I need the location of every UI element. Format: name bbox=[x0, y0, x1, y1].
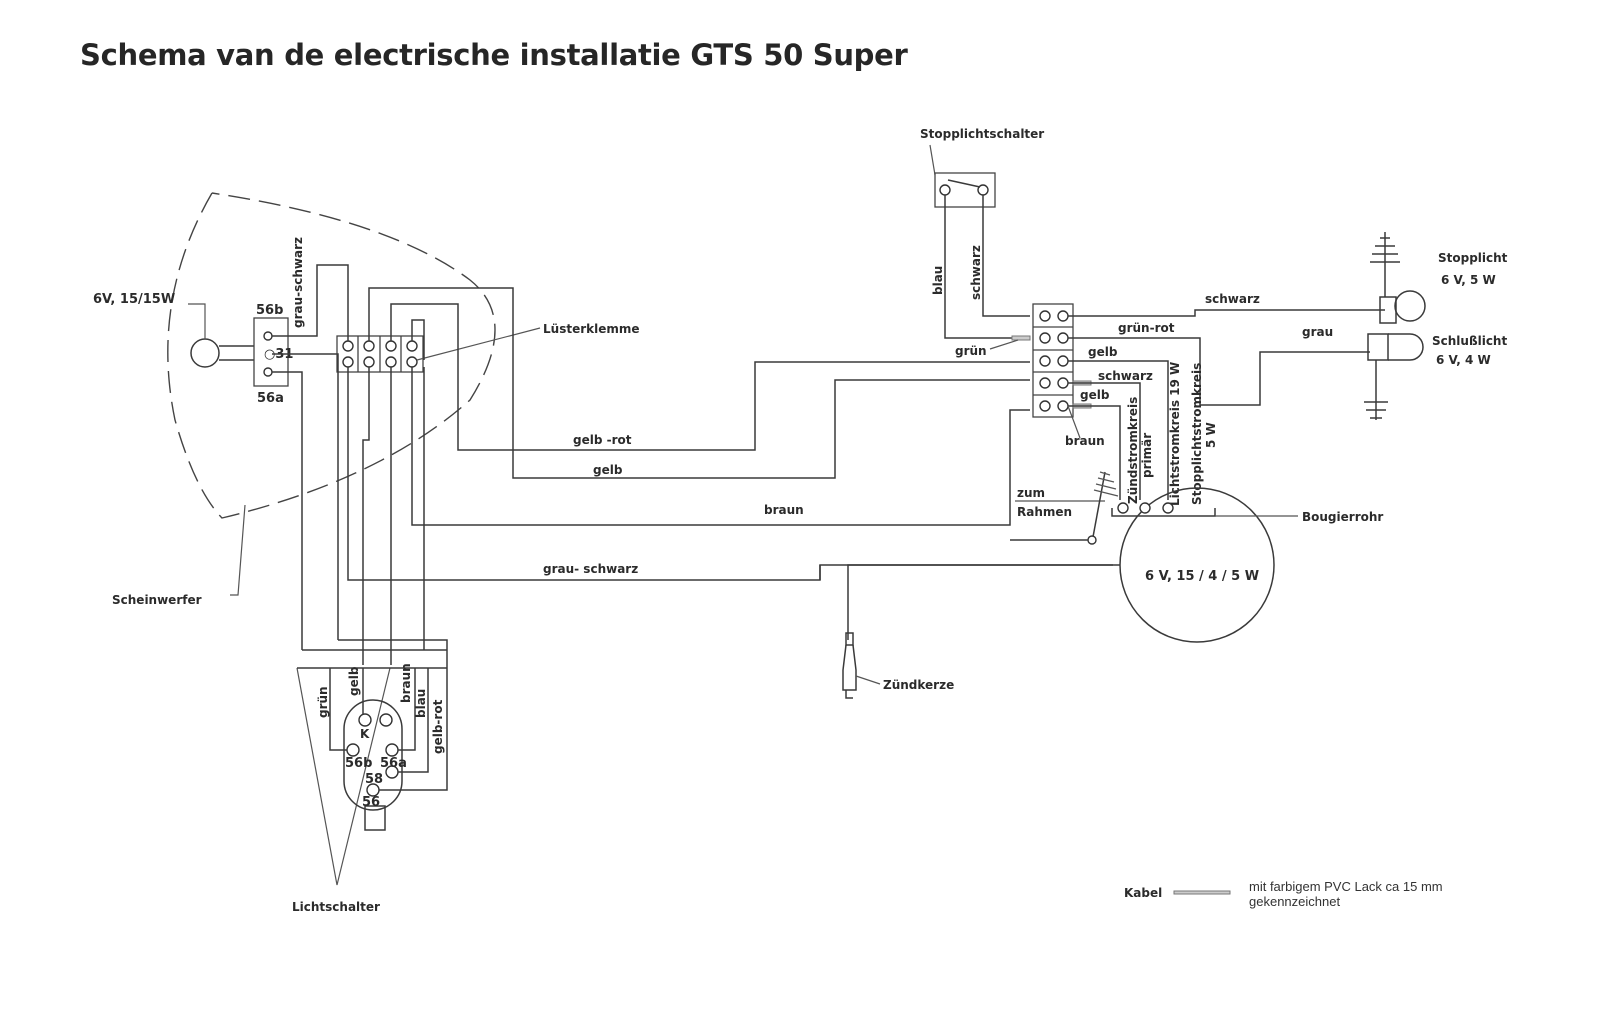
terminal-block-right bbox=[1032, 303, 1074, 418]
circuit-ignition-line1: Zündstromkreis bbox=[1126, 397, 1140, 504]
switch-wire-gruen bbox=[329, 668, 347, 751]
spark-plug-icon bbox=[842, 632, 857, 699]
light-switch-label: Lichtschalter bbox=[292, 900, 380, 914]
stop-switch-icon bbox=[934, 172, 996, 208]
wire-label-gruen-rot: grün-rot bbox=[1118, 321, 1175, 335]
magneto-terminal bbox=[1139, 502, 1151, 514]
light-switch-leader bbox=[296, 667, 391, 886]
switch-terminal-56a: 56a bbox=[380, 756, 407, 771]
tail-light-rating: 6 V, 4 W bbox=[1436, 353, 1491, 367]
stop-switch-leader bbox=[929, 144, 936, 176]
luesterklemme-leader bbox=[416, 327, 541, 361]
wire-label-grau-schwarz: grau- schwarz bbox=[543, 562, 638, 576]
switch-wire-braun bbox=[398, 668, 416, 751]
stop-light-label: Stopplicht bbox=[1438, 251, 1508, 265]
headlight-leader bbox=[230, 504, 246, 596]
wire-label-blau: blau bbox=[931, 266, 945, 295]
tail-light-label: Schlußlicht bbox=[1432, 334, 1507, 348]
wire-label-schwarz-vertical: schwarz bbox=[969, 245, 983, 300]
magneto-connector bbox=[1111, 508, 1216, 517]
legend-line1: mit farbigem PVC Lack ca 15 mm bbox=[1249, 879, 1443, 894]
tail-light-bulb-icon bbox=[1364, 333, 1424, 420]
frame-ground-icon bbox=[1087, 471, 1119, 545]
wire-label-braun-right: braun bbox=[1065, 434, 1105, 448]
wire-gelb-right-2 bbox=[1068, 405, 1121, 500]
switch-label-blau: blau bbox=[414, 689, 428, 718]
wire-label-gelb-right-1: gelb bbox=[1088, 345, 1118, 359]
terminal-56b bbox=[263, 331, 273, 341]
headlight-housing bbox=[167, 192, 496, 519]
wire-31-down bbox=[272, 353, 339, 640]
terminal-56a bbox=[263, 367, 273, 377]
stop-light-rating: 6 V, 5 W bbox=[1441, 273, 1496, 287]
frame-ground-line2: Rahmen bbox=[1017, 505, 1072, 519]
switch-terminal-58: 58 bbox=[365, 772, 383, 787]
cable-sleeve bbox=[1011, 335, 1031, 341]
bougierrohr-label: Bougierrohr bbox=[1302, 510, 1383, 524]
headlight-bulb-icon bbox=[188, 303, 254, 368]
terminal-block-left bbox=[336, 335, 424, 373]
circuit-light: Lichtstromkreis 19 W bbox=[1168, 362, 1182, 506]
luesterklemme-label: Lüsterklemme bbox=[543, 322, 640, 336]
wire-label-schwarz-right: schwarz bbox=[1098, 369, 1153, 383]
switch-harness bbox=[302, 639, 448, 651]
switch-terminal-56: 56 bbox=[362, 795, 380, 810]
wire-schwarz-vertical bbox=[982, 195, 1030, 317]
wire-blau bbox=[944, 195, 1030, 339]
light-switch-body bbox=[343, 699, 403, 831]
spark-plug-label: Zündkerze bbox=[883, 678, 954, 692]
wire-label-braun: braun bbox=[764, 503, 804, 517]
headlight-terminal-56b: 56b bbox=[256, 303, 283, 318]
legend-label: Kabel bbox=[1124, 886, 1162, 900]
wire-braun bbox=[411, 367, 1030, 526]
switch-wire-blau bbox=[398, 668, 429, 773]
spark-plug-leader bbox=[855, 675, 881, 685]
switch-wire-gelb-rot bbox=[379, 650, 448, 791]
wire-down-2 bbox=[362, 367, 370, 665]
legend-cable-icon bbox=[1173, 890, 1231, 895]
magneto-terminal bbox=[1162, 502, 1174, 514]
headlight-label: Scheinwerfer bbox=[112, 593, 202, 607]
braun-leader bbox=[1067, 405, 1081, 439]
switch-label-gruen: grün bbox=[316, 686, 330, 718]
switch-label-braun: braun bbox=[399, 663, 413, 703]
stop-light-bulb-icon bbox=[1379, 290, 1426, 324]
switch-terminal-k: K bbox=[360, 727, 370, 741]
wire-56a-down bbox=[272, 371, 303, 650]
circuit-stoplight-line2: 5 W bbox=[1204, 422, 1218, 448]
magneto-terminal bbox=[1117, 502, 1129, 514]
wire-gelb bbox=[368, 287, 1030, 479]
wire-label-grau-schwarz-vertical: grau-schwarz bbox=[291, 237, 305, 328]
circuit-stoplight-line1: Stopplichtstromkreis bbox=[1190, 363, 1204, 505]
headlight-bulb-rating: 6V, 15/15W bbox=[93, 292, 175, 307]
switch-label-gelb-rot: gelb-rot bbox=[431, 699, 445, 754]
wire-label-grau: grau bbox=[1302, 325, 1333, 339]
circuit-ignition-line2: primär bbox=[1140, 433, 1154, 478]
wire-spark bbox=[847, 564, 1120, 640]
magneto-rating: 6 V, 15 / 4 / 5 W bbox=[1145, 569, 1259, 584]
legend-line2: gekennzeichnet bbox=[1249, 894, 1340, 909]
wire-schwarz-stop bbox=[1068, 309, 1385, 317]
wire-gelb-right bbox=[1068, 360, 1169, 500]
headlight-terminal-56a: 56a bbox=[257, 391, 284, 406]
wire-grau-schwarz bbox=[347, 367, 1113, 581]
frame-ground-line1: zum bbox=[1017, 486, 1045, 500]
wire-loop-small bbox=[411, 319, 425, 360]
diagram-title: Schema van de electrische installatie GT… bbox=[80, 38, 908, 72]
gruen-leader bbox=[989, 339, 1019, 350]
switch-terminal-56b: 56b bbox=[345, 756, 372, 771]
headlight-connector bbox=[253, 317, 289, 387]
wire-label-gruen: grün bbox=[955, 344, 987, 358]
wire-label-gelb: gelb bbox=[593, 463, 623, 477]
stop-switch-label: Stopplichtschalter bbox=[920, 127, 1044, 141]
switch-label-gelb: gelb bbox=[347, 666, 361, 696]
wire-label-schwarz-stop: schwarz bbox=[1205, 292, 1260, 306]
ground-icon bbox=[1370, 232, 1400, 297]
wire-grau-schwarz-top bbox=[272, 264, 349, 341]
wire-label-gelb-right-2: gelb bbox=[1080, 388, 1110, 402]
wire-gruen-rot bbox=[1068, 337, 1370, 406]
wire-schwarz-right bbox=[1068, 382, 1141, 500]
wire-gelb-rot bbox=[390, 303, 1030, 451]
wire-label-gelb-rot: gelb -rot bbox=[573, 433, 632, 447]
